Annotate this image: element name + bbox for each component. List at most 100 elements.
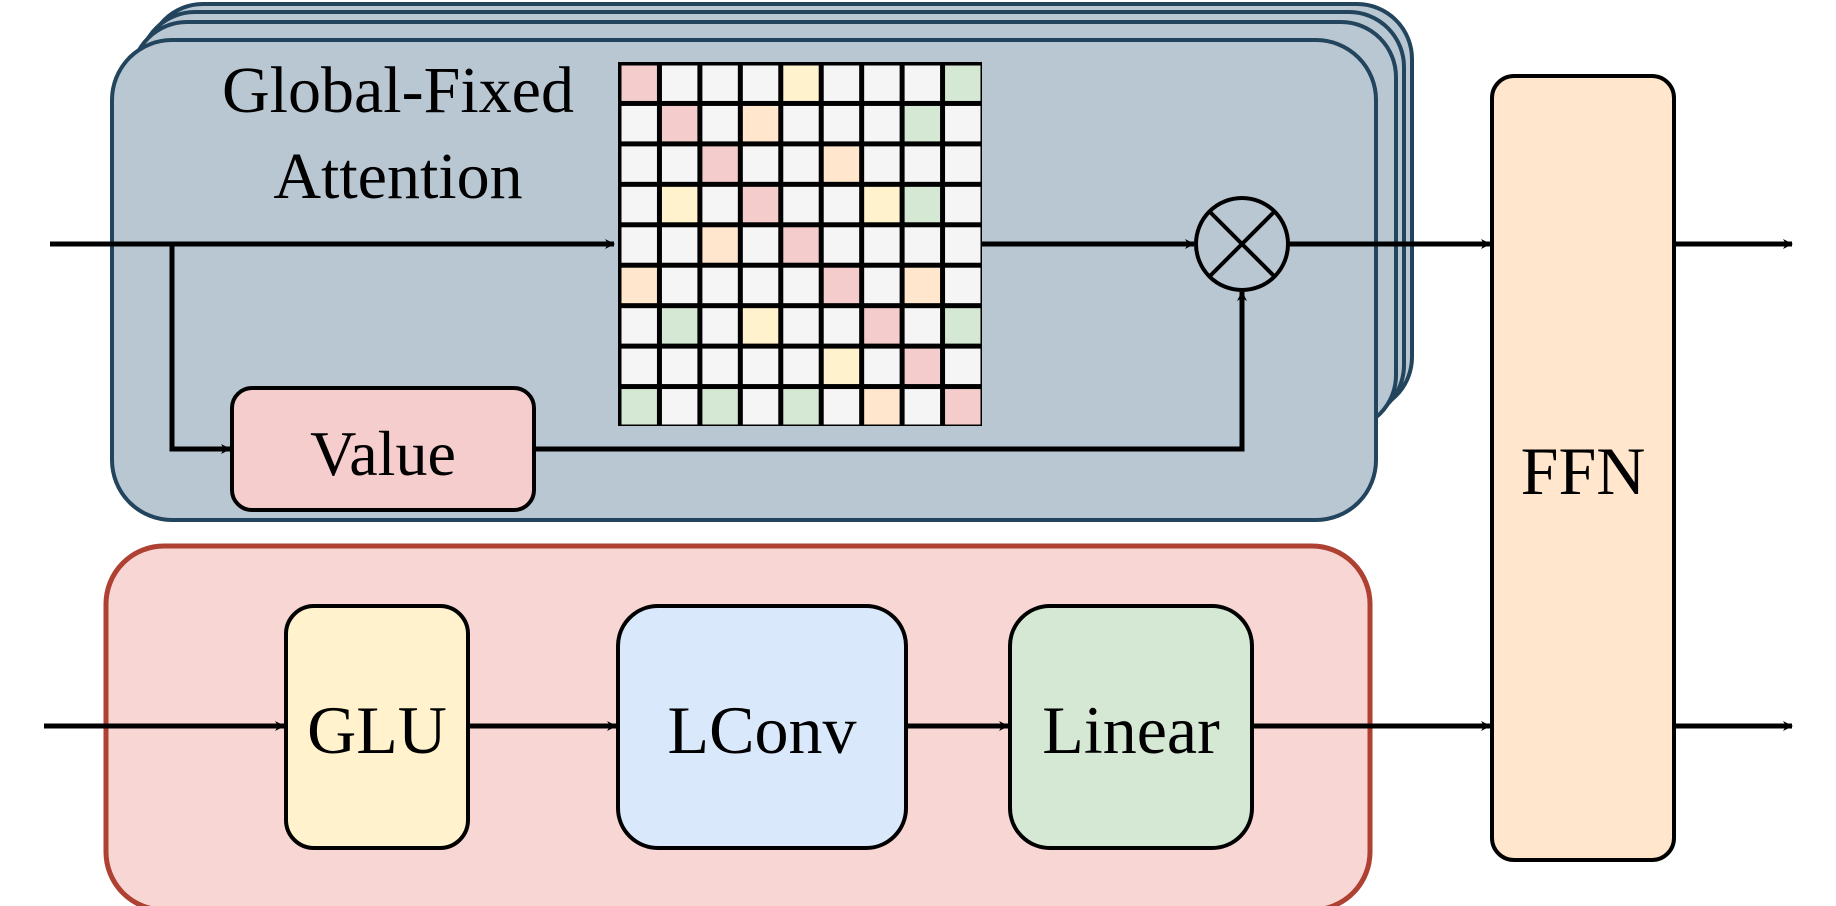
matrix-cell xyxy=(702,227,738,263)
matrix-cell xyxy=(742,267,779,304)
matrix-cell xyxy=(945,389,981,425)
matrix-cell xyxy=(742,65,779,101)
matrix-cell xyxy=(864,186,900,223)
matrix-cell xyxy=(783,146,819,182)
matrix-cell xyxy=(945,146,981,182)
matrix-cell xyxy=(783,65,819,101)
matrix-cell xyxy=(864,227,900,263)
matrix-cell xyxy=(823,308,860,344)
conv-block: GLU LConv Linear xyxy=(103,543,1373,906)
ffn-label: FFN xyxy=(1521,433,1646,509)
matrix-cell xyxy=(621,267,657,304)
matrix-cell xyxy=(945,186,981,223)
matrix-cell xyxy=(864,105,900,142)
matrix-cell xyxy=(904,65,941,101)
matrix-cell xyxy=(621,348,657,385)
matrix-cell xyxy=(904,389,941,425)
matrix-cell xyxy=(783,348,819,385)
matrix-cell xyxy=(621,65,657,101)
matrix-cell xyxy=(661,308,698,344)
matrix-cell xyxy=(823,186,860,223)
matrix-cell xyxy=(702,65,738,101)
matrix-cell xyxy=(702,348,738,385)
matrix-cell xyxy=(742,105,779,142)
matrix-cell xyxy=(864,389,900,425)
matrix-cell xyxy=(661,186,698,223)
matrix-cell xyxy=(904,146,941,182)
connectors xyxy=(44,239,1793,731)
matrix-cell xyxy=(742,186,779,223)
matrix-cell xyxy=(864,146,900,182)
matrix-cell xyxy=(661,267,698,304)
matrix-cell xyxy=(661,348,698,385)
matrix-cell xyxy=(661,389,698,425)
matrix-cell xyxy=(823,105,860,142)
value-label: Value xyxy=(310,418,456,489)
matrix-cell xyxy=(661,105,698,142)
matrix-cell xyxy=(823,267,860,304)
multiply-icon xyxy=(1194,196,1290,292)
matrix-cell xyxy=(783,267,819,304)
matrix-cell xyxy=(621,308,657,344)
matrix-cell xyxy=(783,105,819,142)
ffn-block: FFN xyxy=(1490,74,1676,862)
matrix-cell xyxy=(783,389,819,425)
ffn-box xyxy=(1490,74,1676,862)
matrix-cell xyxy=(904,267,941,304)
matrix-cell xyxy=(823,146,860,182)
matrix-cell xyxy=(904,105,941,142)
matrix-cell xyxy=(945,348,981,385)
matrix-cell xyxy=(621,389,657,425)
matrix-cell xyxy=(621,146,657,182)
matrix-cell xyxy=(904,227,941,263)
matrix-cell xyxy=(783,186,819,223)
value-to-multiply-arrow xyxy=(534,291,1247,452)
matrix-cell xyxy=(945,267,981,304)
matrix-cell xyxy=(621,227,657,263)
attention-block: Global-Fixed Attention Value xyxy=(110,2,1414,522)
attention-title: Global-Fixed xyxy=(222,54,574,127)
matrix-cell xyxy=(702,105,738,142)
matrix-cell xyxy=(904,348,941,385)
matrix-cell xyxy=(702,308,738,344)
matrix-cell xyxy=(945,105,981,142)
matrix-cell xyxy=(702,389,738,425)
matrix-cell xyxy=(661,65,698,101)
matrix-cell xyxy=(864,267,900,304)
matrix-cell xyxy=(742,227,779,263)
matrix-cell xyxy=(823,389,860,425)
matrix-cell xyxy=(823,65,860,101)
attention-title-line2: Attention xyxy=(273,140,522,213)
matrix-cell xyxy=(702,267,738,304)
matrix-cell xyxy=(702,186,738,223)
matrix-cell xyxy=(742,348,779,385)
matrix-cell xyxy=(661,146,698,182)
matrix-cell xyxy=(945,227,981,263)
linear-label: Linear xyxy=(1042,692,1220,768)
matrix-cell xyxy=(945,65,981,101)
value-block: Value xyxy=(230,386,536,512)
attention-matrix xyxy=(618,62,982,426)
matrix-cell xyxy=(702,146,738,182)
attention-title-2: Attention xyxy=(273,140,522,213)
matrix-cell xyxy=(864,65,900,101)
glu-label: GLU xyxy=(307,692,447,768)
matrix-cell xyxy=(742,308,779,344)
matrix-cell xyxy=(783,308,819,344)
matrix-cell xyxy=(904,186,941,223)
matrix-cell xyxy=(621,105,657,142)
matrix-cell xyxy=(621,186,657,223)
matrix-cell xyxy=(864,308,900,344)
matrix-cell xyxy=(904,308,941,344)
matrix-cell xyxy=(823,227,860,263)
matrix-cell xyxy=(742,146,779,182)
matrix-cell xyxy=(783,227,819,263)
matrix-cell xyxy=(661,227,698,263)
matrix-cell xyxy=(945,308,981,344)
matrix-cell xyxy=(742,389,779,425)
matrix-cell xyxy=(864,348,900,385)
matrix-cell xyxy=(823,348,860,385)
attention-title-line1: Global-Fixed xyxy=(222,54,574,127)
lconv-label: LConv xyxy=(668,692,857,768)
